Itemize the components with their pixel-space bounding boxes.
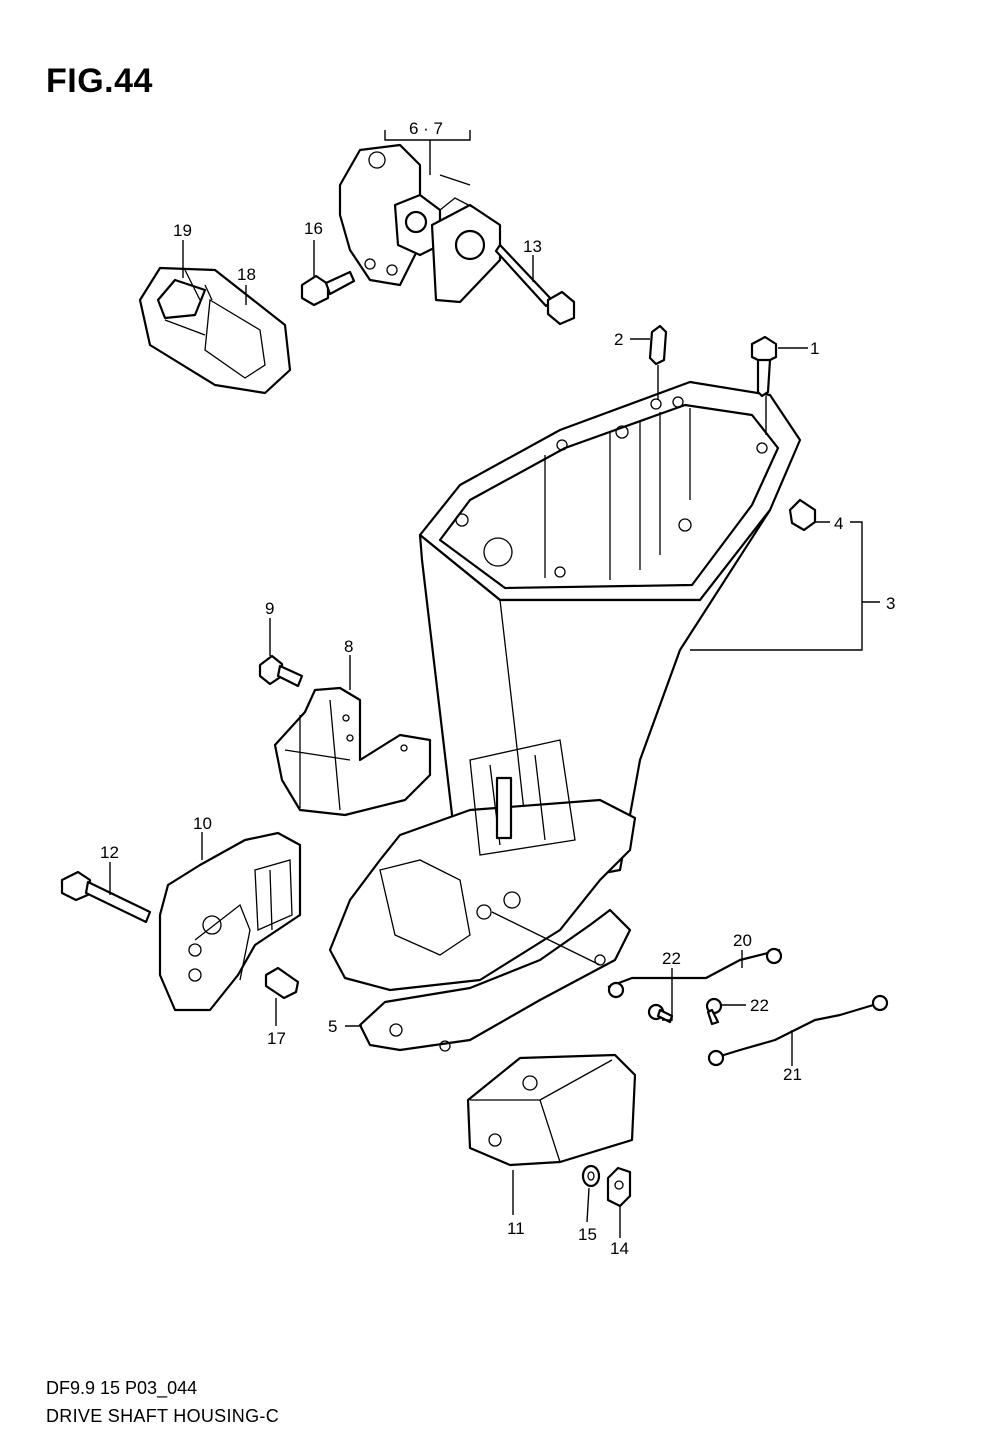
callout-19: 19 [173,221,192,240]
callout-18: 18 [237,265,256,284]
bolt-12 [60,870,152,924]
leader-lines [109,130,880,1238]
callout-21: 21 [783,1065,802,1084]
gasket [358,908,632,1052]
callout-20: 20 [733,931,752,950]
screw-22b [705,997,723,1026]
upper-mount [338,143,502,304]
callout-13: 13 [523,237,542,256]
collar [264,966,300,1000]
callout-5: 5 [328,1017,337,1036]
callout-8: 8 [344,637,353,656]
ground-wire-21 [707,994,889,1067]
figure-code: DF9.9 15 P03_044 [46,1378,198,1398]
callout-15: 15 [578,1225,597,1244]
side-bracket [273,686,432,817]
drive-shaft-housing [328,380,802,992]
screw-22a [647,1003,674,1024]
callout-3: 3 [886,594,895,613]
nut [606,1166,632,1208]
callout-16: 16 [304,219,323,238]
callout-22a: 22 [662,949,681,968]
bolt-9 [258,654,304,688]
rubber-seal [138,266,292,395]
dowel-pin [648,324,668,366]
lower-mount-bracket [158,831,302,1012]
plug [788,498,817,532]
bolt-16 [300,270,356,307]
bolt-1 [750,335,778,398]
callout-14: 14 [610,1239,629,1258]
callout-2: 2 [614,330,623,349]
ground-wire-20 [607,947,783,999]
figure-name: DRIVE SHAFT HOUSING-C [46,1406,279,1426]
mount-cover [466,1053,637,1167]
callout-4: 4 [834,514,843,533]
figure-title: FIG.44 [46,62,153,100]
callout-1: 1 [810,339,819,358]
callout-17: 17 [267,1029,286,1048]
callout-labels: 1 2 3 4 5 6 · 7 8 9 10 11 12 13 14 15 16… [100,119,895,1258]
callout-10: 10 [193,814,212,833]
callout-22b: 22 [750,996,769,1015]
callout-9: 9 [265,599,274,618]
callout-6-7: 6 · 7 [409,119,443,138]
callout-11: 11 [507,1219,525,1238]
bolt-13 [494,243,576,326]
callout-12: 12 [100,843,119,862]
washer [581,1164,601,1188]
